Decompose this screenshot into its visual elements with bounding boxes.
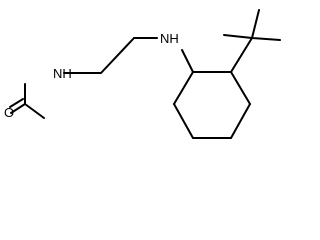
- bond-tert-butyl-upper: [251, 9, 260, 39]
- bond-amine-ring: [181, 49, 194, 73]
- bond-carbonyl-double-outer: [10, 103, 26, 114]
- molecule-canvas: O NH NH: [4, 9, 281, 139]
- bond-ring-tert-butyl: [230, 37, 253, 73]
- oxygen-atom-label: O: [4, 105, 14, 120]
- ring-bond-left-upper: [173, 71, 194, 105]
- bond-tert-butyl-right: [251, 37, 281, 41]
- ring-bond-left-lower: [173, 103, 194, 139]
- amide-nh-label: NH: [53, 66, 72, 81]
- bond-methyl-carbonyl: [24, 103, 45, 119]
- amine-nh-label: NH: [160, 31, 179, 46]
- bond-chain-upper: [100, 37, 135, 74]
- ring-bond-right-lower: [230, 103, 251, 139]
- bond-tert-butyl-left: [223, 34, 253, 39]
- ring-bond-right-upper: [230, 71, 251, 105]
- bond-carbonyl-double-inner: [9, 98, 24, 108]
- molecule-structure: O NH NH: [4, 9, 281, 139]
